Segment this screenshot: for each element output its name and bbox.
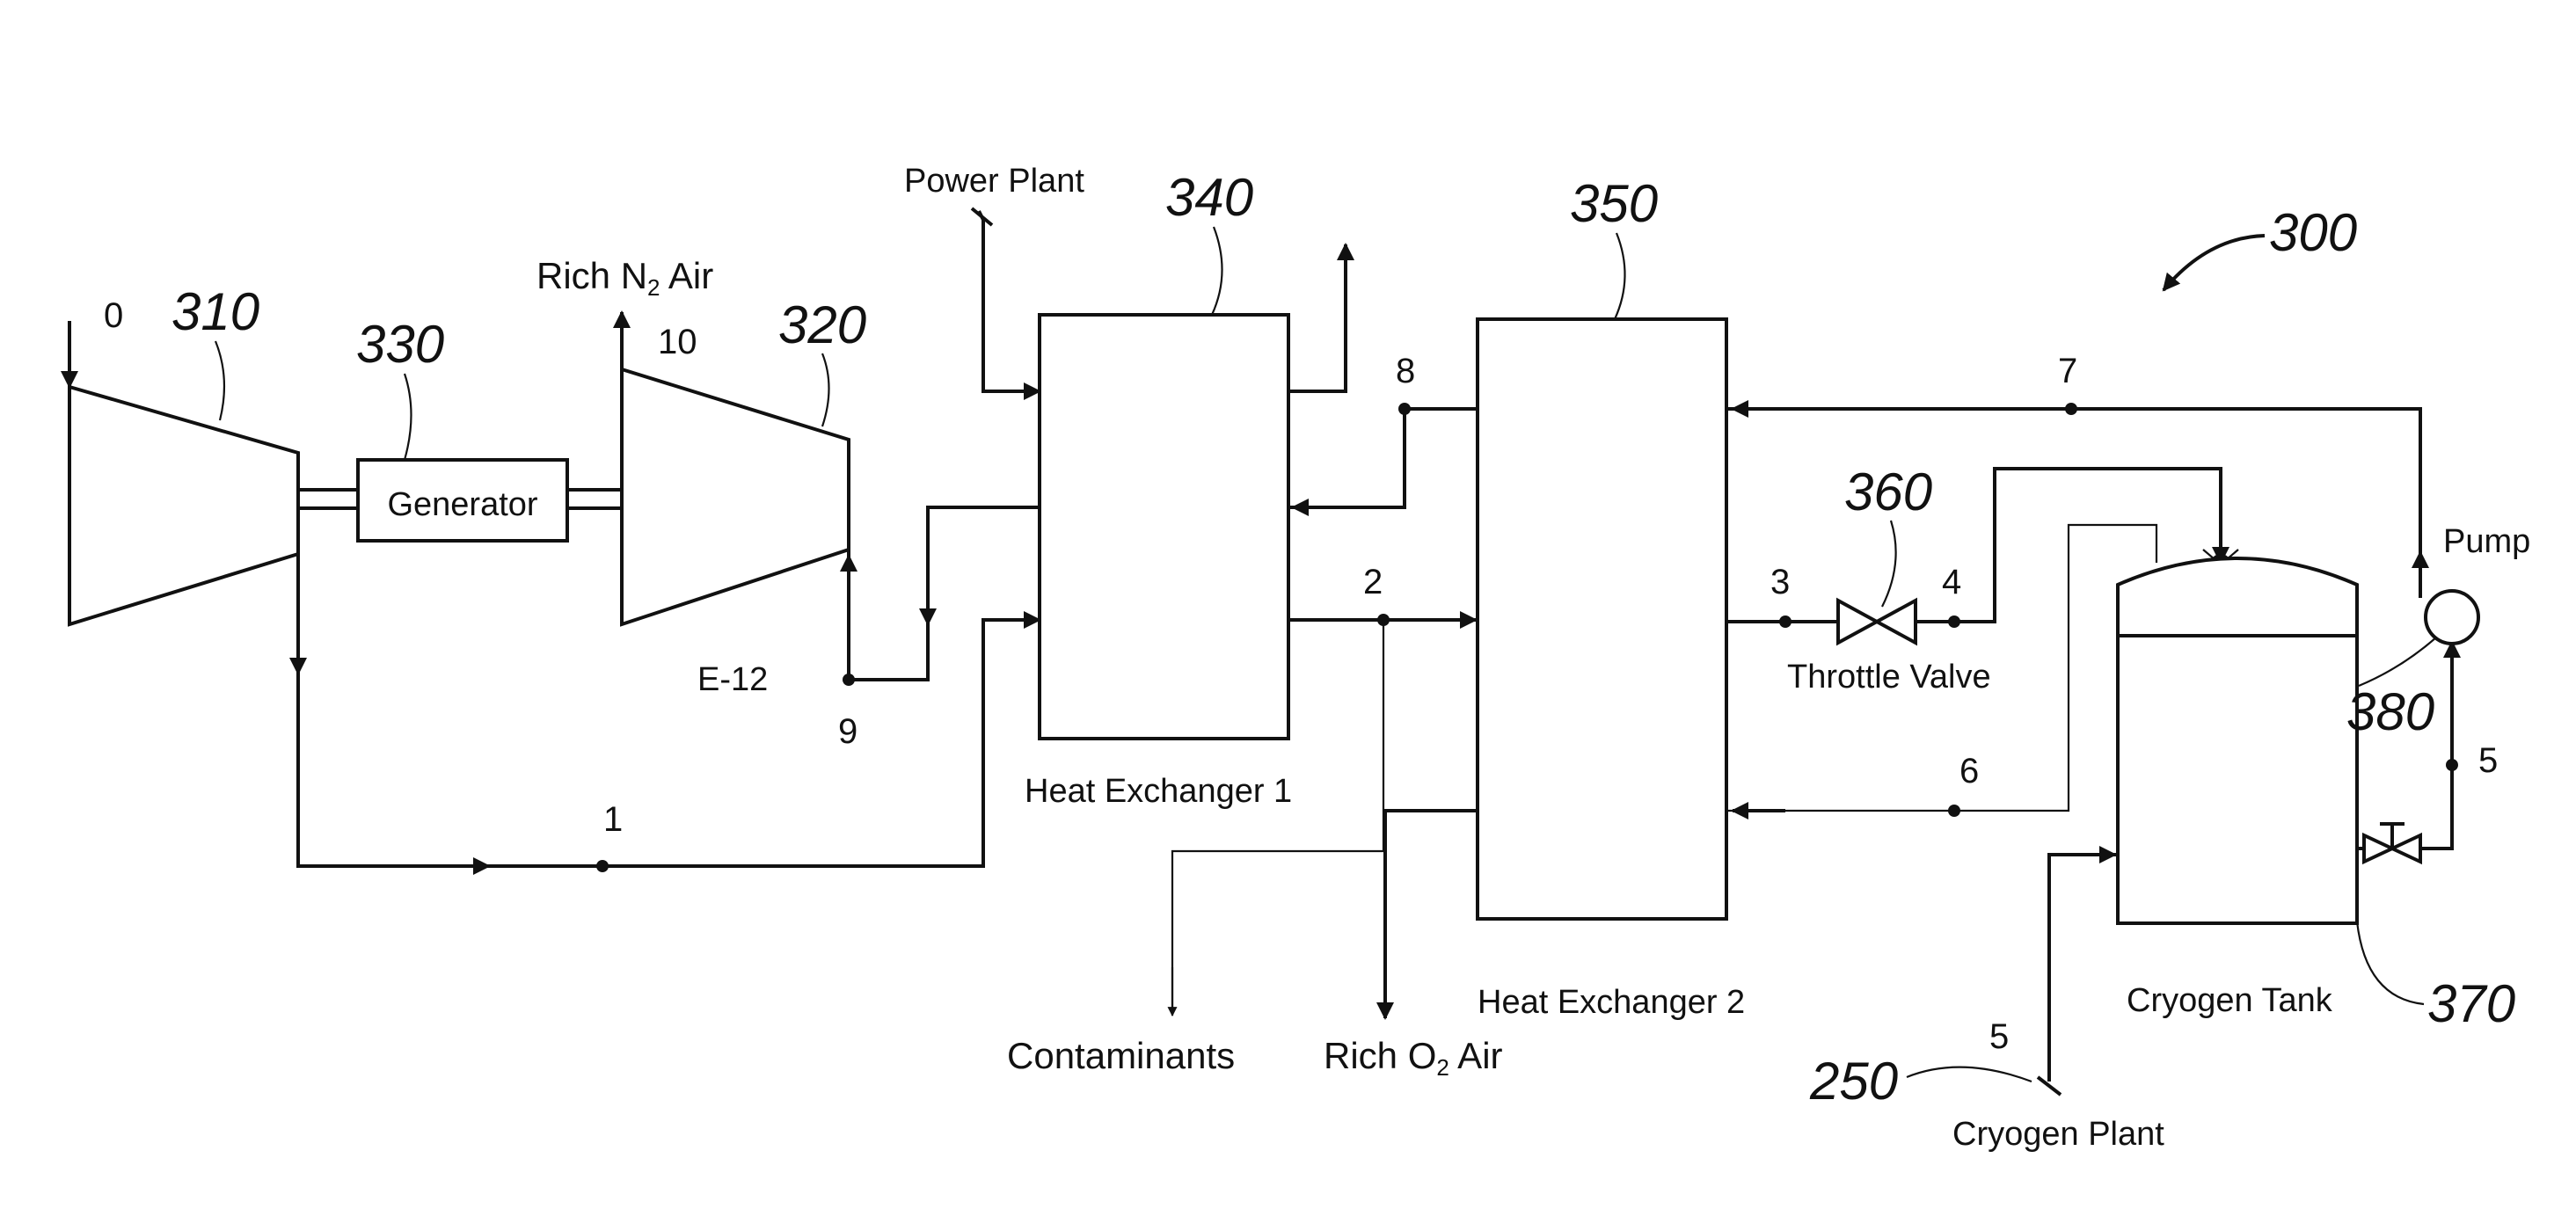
rich-o2-air-label: Rich O2 Air <box>1324 1035 1503 1081</box>
ref-330: 330 <box>356 315 444 374</box>
power-plant-line <box>979 211 1040 391</box>
state-point-2: 2 <box>1363 563 1383 601</box>
ref-340-leader <box>1212 227 1222 315</box>
state-point-5-bottom: 5 <box>1989 1017 2009 1056</box>
cryogen-plant-label: Cryogen Plant <box>1952 1116 2164 1153</box>
ref-330-leader <box>405 374 412 460</box>
ref-320-leader <box>822 353 829 426</box>
stream-5-line <box>2357 642 2452 849</box>
state-point-8-dot <box>1398 403 1411 415</box>
state-point-5-right: 5 <box>2478 741 2498 780</box>
stream-9-line <box>849 507 1040 680</box>
heat-exchanger-1-label: Heat Exchanger 1 <box>1025 773 1292 810</box>
power-plant-label: Power Plant <box>904 163 1084 200</box>
throttle-valve-360 <box>1838 601 1916 643</box>
state-point-4-dot <box>1948 616 1960 628</box>
ref-360-leader <box>1882 521 1896 607</box>
state-point-3: 3 <box>1770 563 1790 601</box>
ref-370: 370 <box>2427 974 2515 1033</box>
state-point-6: 6 <box>1959 752 1979 790</box>
ref-380: 380 <box>2346 682 2434 741</box>
shaft-right <box>567 490 622 508</box>
pump-label: Pump <box>2443 523 2530 560</box>
rich-o2-line <box>1385 811 1478 1011</box>
generator-label: Generator <box>387 486 537 523</box>
ref-250: 250 <box>1809 1052 1898 1111</box>
compressor-310 <box>69 387 298 624</box>
ref-340: 340 <box>1165 168 1253 227</box>
turbine-320 <box>622 369 849 624</box>
rich-n2-air-label: Rich N2 Air <box>536 255 713 301</box>
state-point-10: 10 <box>658 323 697 361</box>
contaminants-label: Contaminants <box>1007 1035 1235 1076</box>
throttle-valve-label: Throttle Valve <box>1787 659 1991 696</box>
state-point-8: 8 <box>1396 352 1415 390</box>
ref-380-leader <box>2359 637 2436 686</box>
ref-320: 320 <box>778 295 866 354</box>
e12-label: E-12 <box>697 661 768 698</box>
state-point-9-dot <box>843 674 855 686</box>
ref-300: 300 <box>2269 203 2357 262</box>
shaft-left <box>298 490 358 508</box>
cryogen-tank-370 <box>2118 558 2357 923</box>
state-point-7-dot <box>2065 403 2077 415</box>
heat-exchanger-2 <box>1478 319 1726 919</box>
outlet-valve <box>2364 824 2420 862</box>
state-point-9: 9 <box>838 712 857 751</box>
ref-370-leader <box>2357 921 2424 1004</box>
ref-250-leader <box>1907 1067 2032 1082</box>
heat-exchanger-1 <box>1040 315 1288 739</box>
state-point-7: 7 <box>2058 352 2077 390</box>
ref-350: 350 <box>1570 174 1658 233</box>
cryogen-plant-line <box>2049 855 2118 1082</box>
ref-300-leader <box>2164 236 2265 290</box>
state-point-6-dot <box>1948 805 1960 817</box>
ref-350-leader <box>1615 233 1625 319</box>
cryogen-tank-label: Cryogen Tank <box>2127 982 2333 1019</box>
heat-exchanger-2-label: Heat Exchanger 2 <box>1478 984 1745 1021</box>
state-point-0: 0 <box>104 296 123 335</box>
ref-310-leader <box>215 341 224 420</box>
state-point-5-dot <box>2446 759 2458 771</box>
state-point-4: 4 <box>1942 563 1961 601</box>
stream-8-line <box>1288 409 1478 507</box>
pump-380 <box>2426 591 2478 644</box>
state-point-3-dot <box>1779 616 1792 628</box>
ref-310: 310 <box>171 282 259 341</box>
ref-360: 360 <box>1844 463 1932 521</box>
state-point-1-dot <box>596 860 609 872</box>
hx1-exhaust-line <box>1288 249 1346 391</box>
state-point-1: 1 <box>603 800 623 839</box>
